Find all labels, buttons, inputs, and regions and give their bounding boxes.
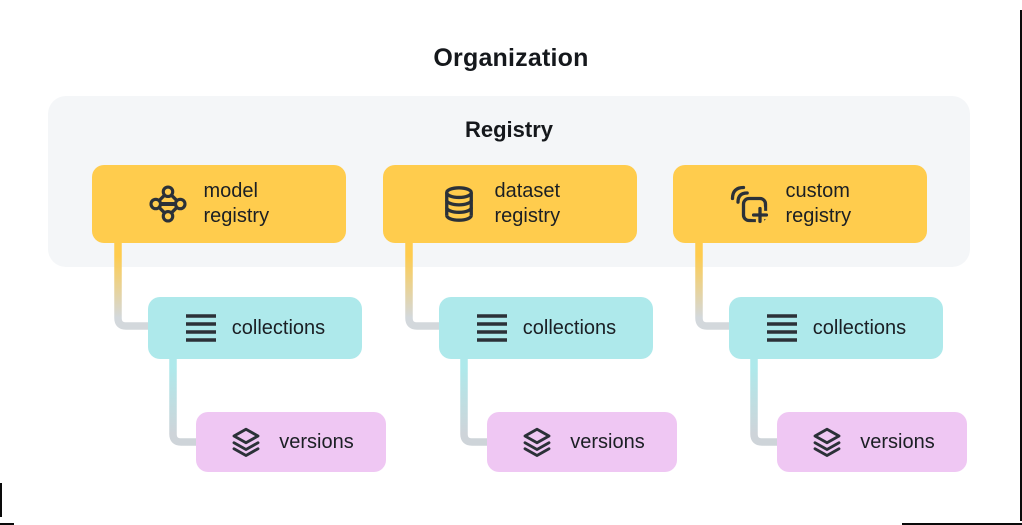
model-graph-icon: [148, 185, 187, 223]
frame-edge-right: [1020, 10, 1022, 521]
custom-collections-label: collections: [812, 316, 907, 339]
list-lines-icon: [476, 314, 507, 342]
dataset-registry-label: dataset registry: [494, 180, 561, 227]
column-dataset: dataset registry collections: [383, 165, 679, 485]
custom-collections-box[interactable]: collections: [729, 297, 943, 359]
list-lines-icon: [766, 314, 797, 342]
dataset-collections-box[interactable]: collections: [439, 297, 653, 359]
model-versions-box[interactable]: versions: [196, 412, 386, 472]
dataset-versions-label: versions: [570, 430, 645, 453]
model-collections-box[interactable]: collections: [148, 297, 362, 359]
frame-edge-left: [0, 483, 2, 517]
model-registry-label: model registry: [203, 180, 270, 227]
frame-edge-bottom-left: [0, 523, 14, 525]
page-title: Organization: [433, 44, 589, 72]
custom-versions-box[interactable]: versions: [777, 412, 967, 472]
copy-plus-icon: [730, 185, 771, 226]
registry-group-label: Registry: [464, 117, 554, 142]
custom-versions-label: versions: [860, 430, 935, 453]
custom-registry-label: custom registry: [785, 180, 852, 227]
model-versions-label: versions: [279, 430, 354, 453]
dataset-registry-box[interactable]: dataset registry: [383, 165, 637, 243]
model-registry-box[interactable]: model registry: [92, 165, 346, 243]
column-custom: custom registry collections: [673, 165, 969, 485]
connector-registry-to-collections: [405, 243, 441, 330]
column-model: model registry collections: [92, 165, 388, 485]
dataset-versions-box[interactable]: versions: [487, 412, 677, 472]
layers-icon: [813, 427, 841, 457]
dataset-collections-label: collections: [522, 316, 617, 339]
connector-registry-to-collections: [114, 243, 150, 330]
custom-registry-box[interactable]: custom registry: [673, 165, 927, 243]
layers-icon: [523, 427, 551, 457]
database-icon: [444, 186, 473, 222]
connector-registry-to-collections: [695, 243, 731, 330]
model-collections-label: collections: [231, 316, 326, 339]
frame-edge-bottom-right: [902, 523, 1022, 525]
list-lines-icon: [185, 314, 216, 342]
layers-icon: [232, 427, 260, 457]
